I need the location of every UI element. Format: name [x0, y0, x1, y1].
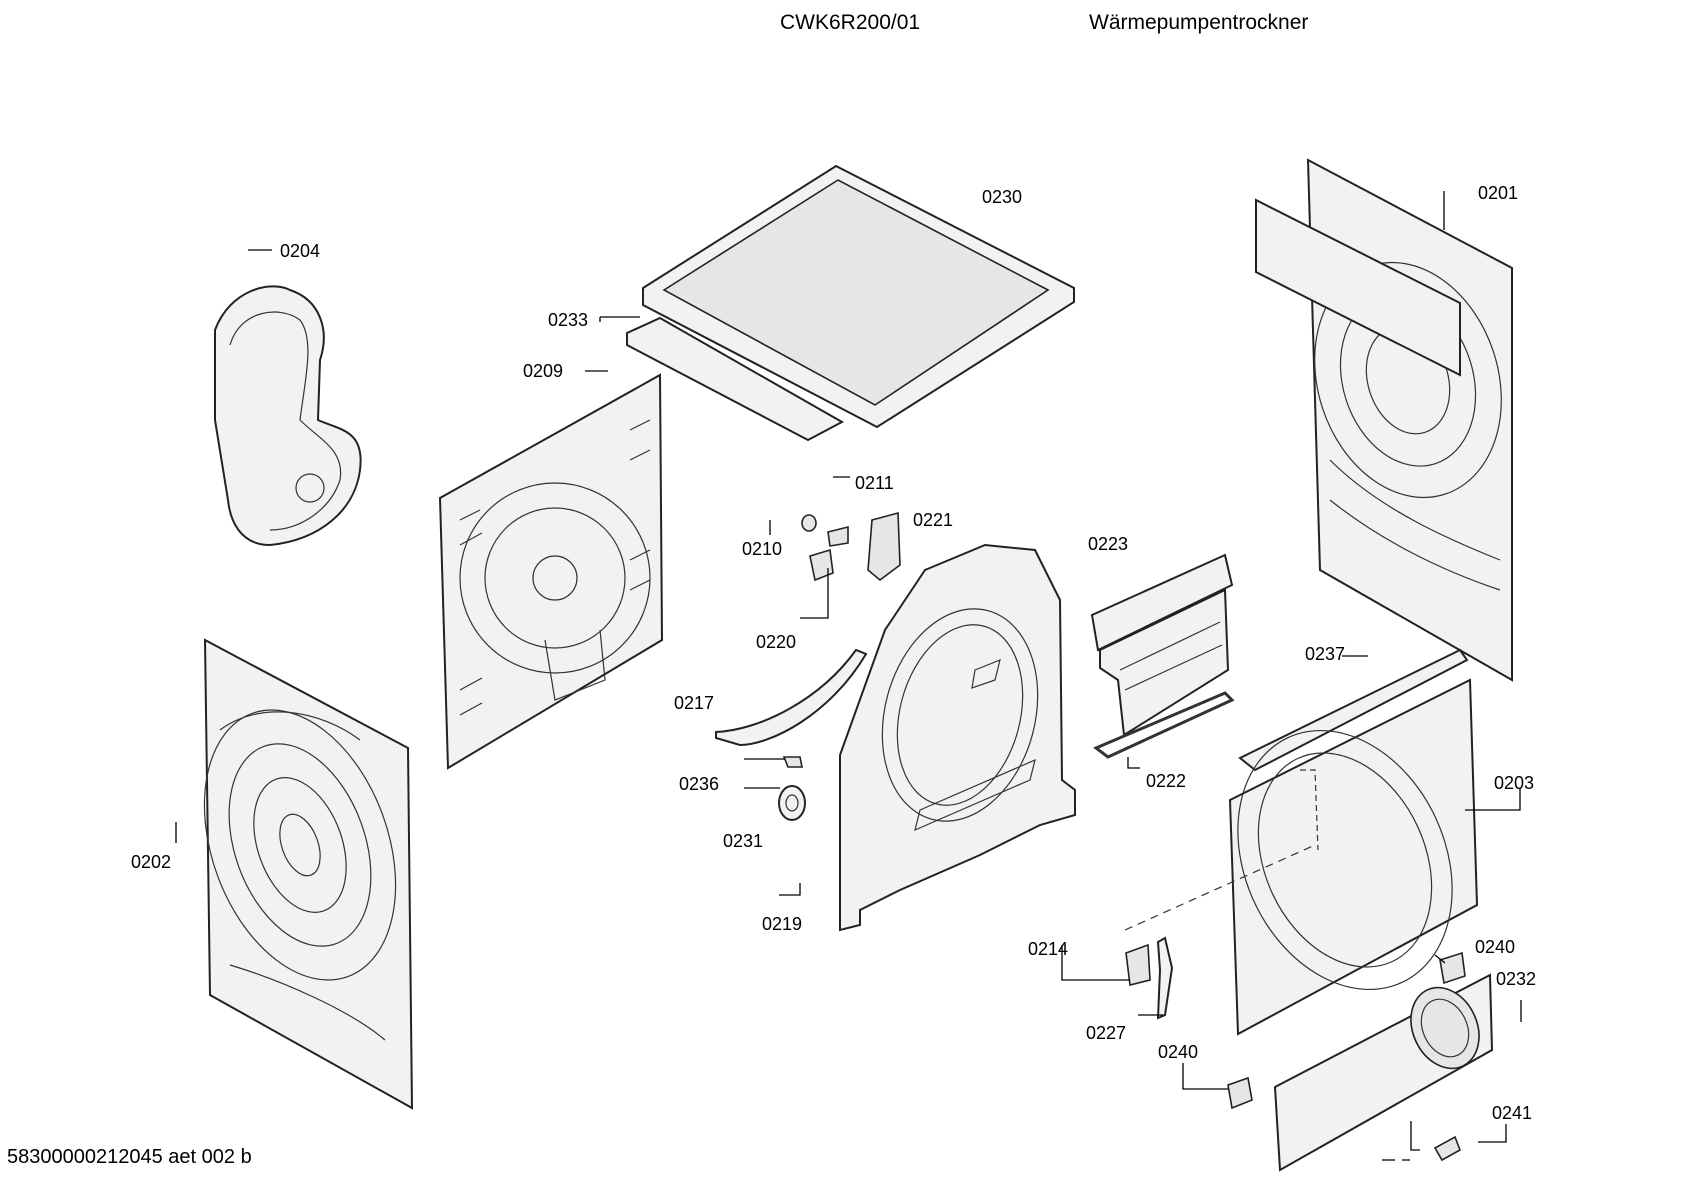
left-side-panel-part — [203, 638, 414, 1110]
document-id: 58300000212045 aet 002 b — [7, 1146, 252, 1168]
front-panel-part — [1228, 678, 1479, 1036]
lower-plinth-panel-part — [1273, 973, 1494, 1172]
part-label-0240-lower: 0240 — [1158, 1042, 1198, 1062]
part-label-0233: 0233 — [548, 310, 588, 330]
leader-lines — [175, 191, 1522, 1161]
door-lock-parts — [1125, 936, 1466, 1162]
small-connector-parts — [801, 511, 901, 582]
part-label-0204: 0204 — [280, 241, 320, 261]
part-label-0217: 0217 — [674, 693, 714, 713]
part-label-0214: 0214 — [1028, 939, 1068, 959]
part-label-0202: 0202 — [131, 852, 171, 872]
part-label-0201: 0201 — [1478, 183, 1518, 203]
round-sensor-part — [778, 785, 806, 821]
part-label-0230: 0230 — [982, 187, 1022, 207]
heater-strip-part — [715, 648, 868, 747]
model-number: CWK6R200/01 — [780, 11, 921, 34]
part-label-0236: 0236 — [679, 774, 719, 794]
fluff-filter-part — [1090, 553, 1234, 737]
part-label-0227: 0227 — [1086, 1023, 1126, 1043]
part-label-0231: 0231 — [723, 831, 763, 851]
part-label-0221: 0221 — [913, 510, 953, 530]
part-label-0219: 0219 — [762, 914, 802, 934]
small-clip-0236-part — [782, 756, 803, 768]
product-type: Wärmepumpentrockner — [1089, 11, 1309, 34]
part-label-0203: 0203 — [1494, 773, 1534, 793]
fan-duct-cover-part — [214, 285, 362, 547]
part-label-0241: 0241 — [1492, 1103, 1532, 1123]
part-label-0223: 0223 — [1088, 534, 1128, 554]
front-bearing-shield-part — [839, 543, 1076, 932]
part-label-0220: 0220 — [756, 632, 796, 652]
top-front-bar-part — [1238, 648, 1469, 772]
part-label-0222: 0222 — [1146, 771, 1186, 791]
part-label-0237: 0237 — [1305, 644, 1345, 664]
rear-wall-part — [438, 373, 664, 770]
assembly-guide-line — [1124, 844, 1316, 931]
part-label-0240-upper: 0240 — [1475, 937, 1515, 957]
filter-seal-part — [1093, 691, 1235, 759]
part-label-0232: 0232 — [1496, 969, 1536, 989]
part-label-0210: 0210 — [742, 539, 782, 559]
top-cover-part — [626, 164, 1075, 442]
right-side-panel-part — [1255, 158, 1513, 682]
part-label-0211: 0211 — [855, 473, 894, 493]
part-label-0209: 0209 — [523, 361, 563, 381]
